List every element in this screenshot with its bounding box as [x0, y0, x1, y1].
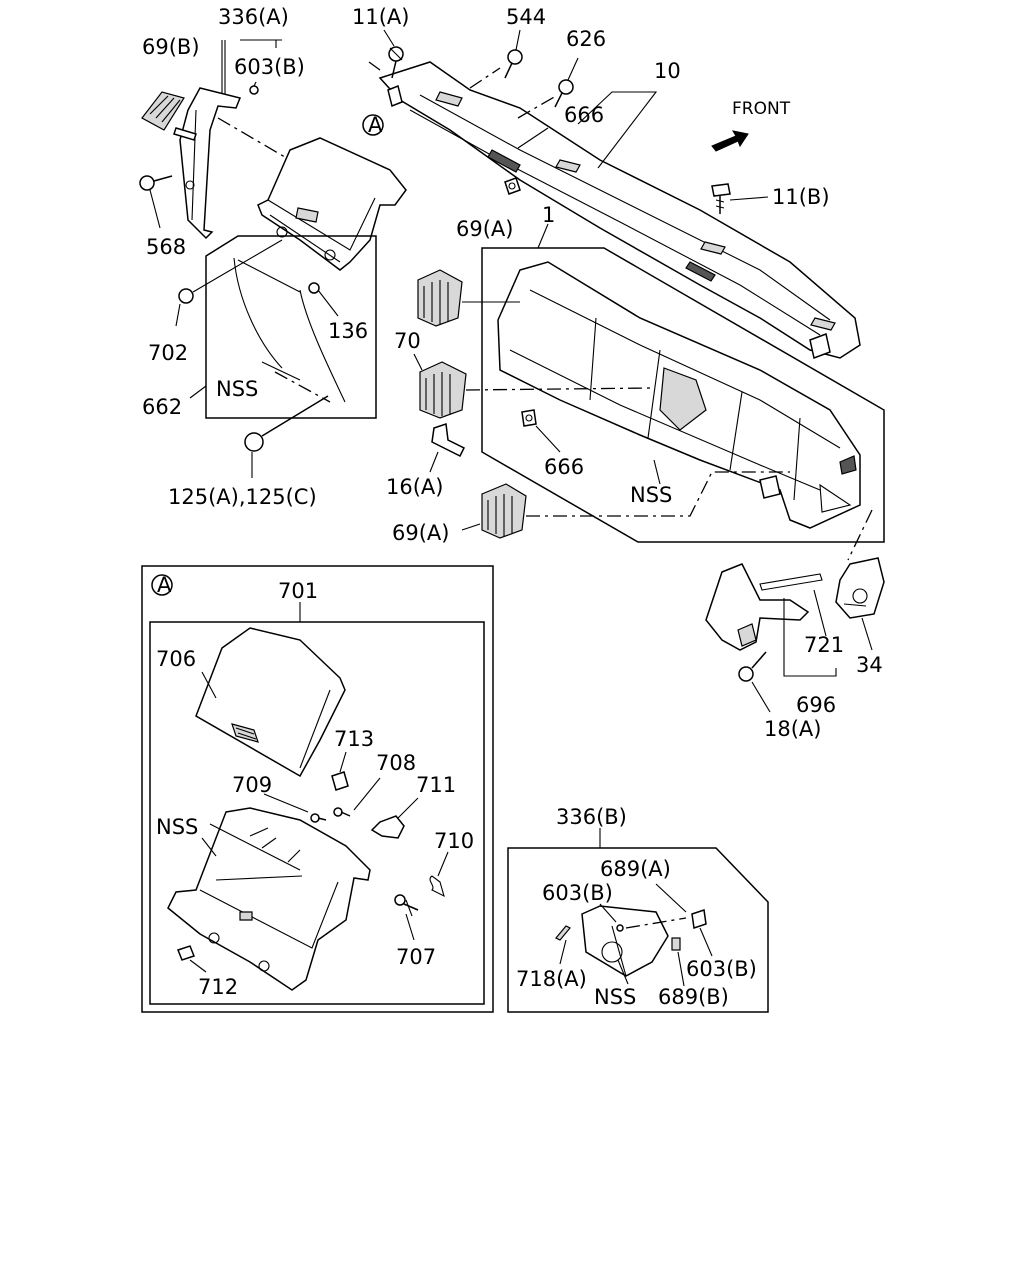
clip-712-icon	[177, 945, 195, 961]
label-136: 136	[328, 319, 368, 343]
label-711: 711	[416, 773, 456, 797]
inset-box-662	[205, 235, 377, 419]
label-707: 707	[396, 945, 436, 969]
label-696: 696	[796, 693, 836, 717]
label-69a-bottom: 69(A)	[392, 521, 449, 545]
screw-709-icon	[310, 813, 327, 823]
clip-603b-b1-icon	[616, 924, 624, 932]
pillar-trim-336a	[173, 87, 242, 240]
label-603b-b2: 603(B)	[686, 957, 757, 981]
label-nss-b: NSS	[594, 985, 636, 1009]
label-568: 568	[146, 235, 186, 259]
label-708: 708	[376, 751, 416, 775]
label-11b: 11(B)	[772, 185, 830, 209]
label-16a: 16(A)	[386, 475, 443, 499]
label-nss-mid: NSS	[630, 483, 672, 507]
spring-710-icon	[429, 875, 445, 898]
screw-603b-icon	[249, 85, 259, 95]
vent-69a-bottom-icon	[481, 483, 527, 539]
label-710: 710	[434, 829, 474, 853]
clip-136-icon	[308, 282, 320, 294]
bolt-11a-icon	[388, 46, 404, 79]
callout-a-top: A	[368, 113, 383, 137]
screw-708-icon	[333, 807, 351, 817]
callout-a-box: A	[157, 573, 172, 597]
bolt-544-icon	[504, 49, 523, 79]
label-662: 662	[142, 395, 182, 419]
clip-666-mid-icon	[521, 409, 537, 427]
callout-a-circle	[362, 114, 384, 136]
label-544: 544	[506, 5, 546, 29]
vent-69a-top-icon	[417, 269, 463, 327]
label-721: 721	[804, 633, 844, 657]
label-713: 713	[334, 727, 374, 751]
bolt-626-icon	[554, 79, 574, 108]
front-arrow-icon	[711, 130, 749, 152]
pin-125-icon	[244, 395, 329, 452]
label-709: 709	[232, 773, 272, 797]
label-689b: 689(B)	[658, 985, 729, 1009]
label-69b: 69(B)	[142, 35, 200, 59]
pad-689b-icon	[671, 937, 681, 951]
label-603b-top: 603(B)	[234, 55, 305, 79]
label-626: 626	[566, 27, 606, 51]
glove-box-lid-706	[195, 627, 346, 778]
label-11a: 11(A)	[352, 5, 409, 29]
bracket-16a-icon	[431, 422, 466, 458]
label-front: FRONT	[732, 99, 791, 119]
striker-711-icon	[370, 815, 405, 839]
label-702: 702	[148, 341, 188, 365]
latch-713-icon	[331, 771, 349, 791]
bolt-11b-icon	[711, 183, 731, 214]
bolt-18a-icon	[738, 651, 767, 682]
label-336a: 336(A)	[218, 5, 289, 29]
label-nss-box: NSS	[156, 815, 198, 839]
detail-box-336b	[507, 847, 769, 1013]
nut-702-icon	[178, 239, 283, 304]
detail-box-a	[141, 565, 494, 1013]
label-70: 70	[394, 329, 421, 353]
vent-70-icon	[419, 361, 467, 419]
label-10: 10	[654, 59, 681, 83]
label-706: 706	[156, 647, 196, 671]
dash-upper-panel	[378, 61, 861, 360]
label-336b: 336(B)	[556, 805, 627, 829]
hinge-707-icon	[394, 894, 419, 917]
screw-568-icon	[139, 175, 173, 191]
label-603b-b1: 603(B)	[542, 881, 613, 905]
clip-666-top-icon	[504, 177, 521, 195]
label-718a: 718(A)	[516, 967, 587, 991]
label-125: 125(A),125(C)	[168, 485, 317, 509]
glove-box-housing	[167, 807, 371, 991]
label-701: 701	[278, 579, 318, 603]
label-689a: 689(A)	[600, 857, 671, 881]
label-666-mid: 666	[544, 455, 584, 479]
glove-box-assembly	[257, 114, 407, 271]
bracket-696	[705, 563, 823, 651]
label-69a-top: 69(A)	[456, 217, 513, 241]
vent-69b-icon	[141, 91, 185, 131]
label-18a: 18(A)	[764, 717, 821, 741]
instrument-panel-frame	[481, 247, 885, 543]
label-nss-left: NSS	[216, 377, 258, 401]
side-cover-34	[835, 557, 885, 619]
clip-603b-b2-icon	[691, 909, 707, 929]
label-1: 1	[542, 203, 555, 227]
label-34: 34	[856, 653, 883, 677]
label-666-top: 666	[564, 103, 604, 127]
label-712: 712	[198, 975, 238, 999]
